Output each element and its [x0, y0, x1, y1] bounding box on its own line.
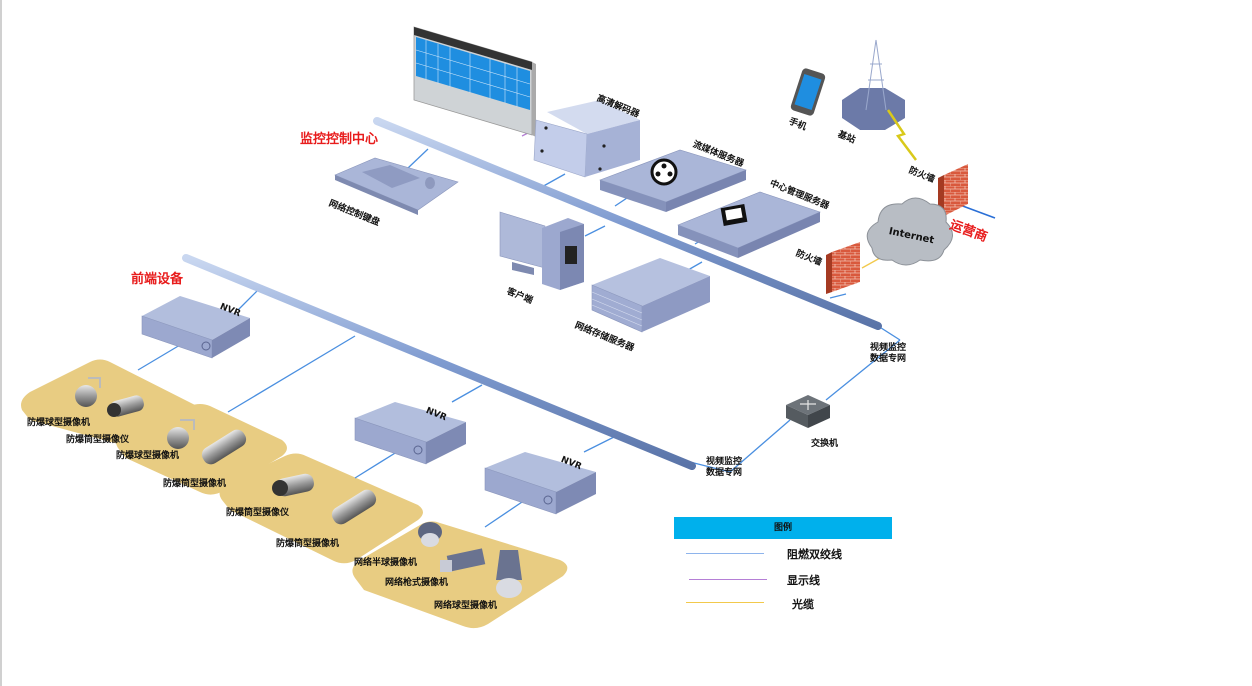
client-pc-icon [499, 211, 584, 290]
section-label-control-center: 监控控制中心 [300, 132, 379, 147]
firewall-left-icon [826, 242, 860, 294]
legend-label-twisted-pair: 阻燃双绞线 [787, 548, 842, 561]
nvr-3-icon [484, 452, 596, 515]
label-camera-g2-2: 防爆筒型摄像机 [163, 479, 227, 489]
camera-zone-3 [219, 453, 423, 564]
legend-label-display: 显示线 [787, 574, 820, 587]
central-management-server-icon [677, 191, 821, 258]
label-camera-g1-2: 防爆筒型摄像仪 [66, 435, 130, 445]
legend-line-fiber [686, 602, 764, 603]
backbone-front-end [182, 254, 696, 470]
label-camera-g4-3: 网络球型摄像机 [434, 601, 498, 611]
label-camera-g4-2: 网络枪式摄像机 [385, 578, 449, 588]
label-camera-g4-1: 网络半球摄像机 [354, 558, 418, 568]
label-switch: 交换机 [811, 439, 839, 449]
camera-zone-4 [352, 521, 568, 629]
network-ptz-dome-camera-icon [496, 550, 522, 598]
explosion-proof-bullet-camera-2-icon [201, 429, 247, 465]
label-camera-g3-2: 防爆筒型摄像机 [276, 539, 340, 549]
label-camera-g1-1: 防爆球型摄像机 [27, 418, 91, 428]
legend-line-display [689, 579, 767, 580]
network-half-dome-camera-icon [418, 522, 442, 547]
network-bullet-camera-icon [440, 548, 486, 572]
explosion-proof-dome-camera-2-icon [167, 419, 195, 449]
explosion-proof-dome-camera-1-icon [75, 377, 101, 407]
camera-zone-2 [116, 404, 287, 495]
explosion-proof-bullet-camera-1-icon [107, 395, 144, 417]
label-private-net-top-line2: 数据专网 [870, 354, 907, 364]
legend-label-fiber: 光缆 [792, 598, 814, 611]
video-wall-icon [413, 26, 536, 137]
phone-icon [790, 68, 826, 116]
explosion-proof-bullet-camera-3-icon [272, 473, 314, 497]
switch-icon [786, 395, 830, 428]
storage-server-icon [591, 258, 710, 333]
label-private-net-bottom-line2: 数据专网 [706, 468, 743, 478]
legend-title: 图例 [674, 517, 892, 539]
internet-cloud-icon [866, 197, 953, 266]
legend-line-twisted-pair [686, 553, 764, 554]
label-private-net-bottom: 视频监控 数据专网 [706, 457, 742, 479]
nvr-2-icon [354, 402, 466, 465]
network-keyboard-icon [334, 157, 459, 215]
twisted-pair-lines [137, 148, 901, 528]
section-label-front-end: 前端设备 [131, 272, 184, 287]
label-private-net-bottom-line1: 视频监控 [706, 457, 743, 467]
hd-decoder-icon [533, 100, 640, 178]
label-camera-g2-1: 防爆球型摄像机 [116, 451, 180, 461]
label-private-net-top: 视频监控 数据专网 [870, 343, 906, 365]
nvr-1-icon [141, 296, 250, 359]
label-private-net-top-line1: 视频监控 [870, 343, 907, 353]
backbone-control-center [373, 117, 882, 330]
base-station-icon [842, 39, 917, 161]
streaming-server-icon [599, 149, 747, 212]
operator-link [959, 204, 996, 219]
label-camera-g3-1: 防爆筒型摄像仪 [226, 508, 290, 518]
explosion-proof-bullet-camera-4-icon [331, 489, 377, 525]
